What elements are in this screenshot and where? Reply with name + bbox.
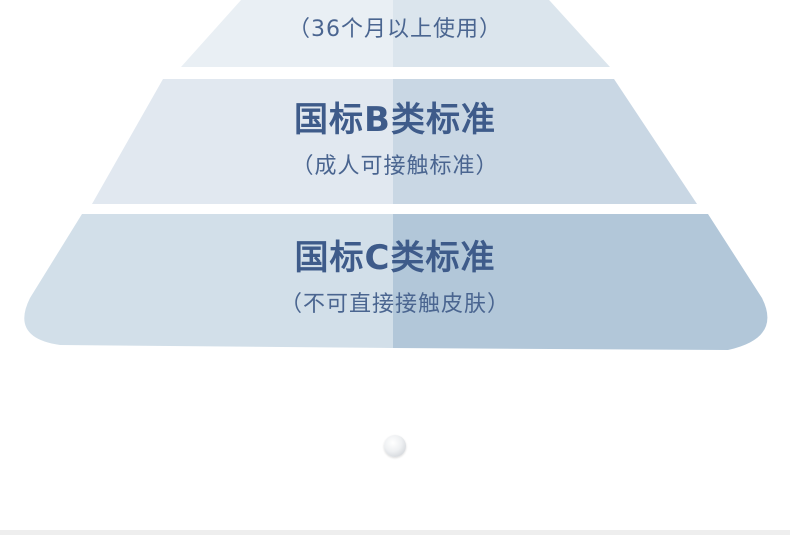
bottom-divider	[0, 530, 790, 535]
tier-bottom-left-face	[24, 214, 393, 349]
tier-middle-title: 国标B类标准	[294, 100, 496, 140]
scroll-indicator-dot[interactable]	[384, 435, 406, 457]
tier-middle-right-face	[393, 79, 697, 204]
tier-top-right-face	[393, 0, 610, 67]
tier-bottom-right-face	[393, 214, 768, 350]
tier-top-left-face	[181, 0, 393, 67]
pyramid-tier-middle	[92, 79, 697, 204]
tier-middle-left-face	[92, 79, 393, 204]
tier-middle-subtitle: （成人可接触标准）	[291, 154, 499, 179]
tier-bottom-title: 国标C类标准	[294, 238, 496, 278]
tier-bottom-subtitle: （不可直接接触皮肤）	[279, 292, 510, 317]
tier-top-subtitle: （36个月以上使用）	[288, 17, 502, 42]
pyramid-tier-top	[181, 0, 610, 67]
pyramid-tier-bottom	[24, 214, 768, 350]
